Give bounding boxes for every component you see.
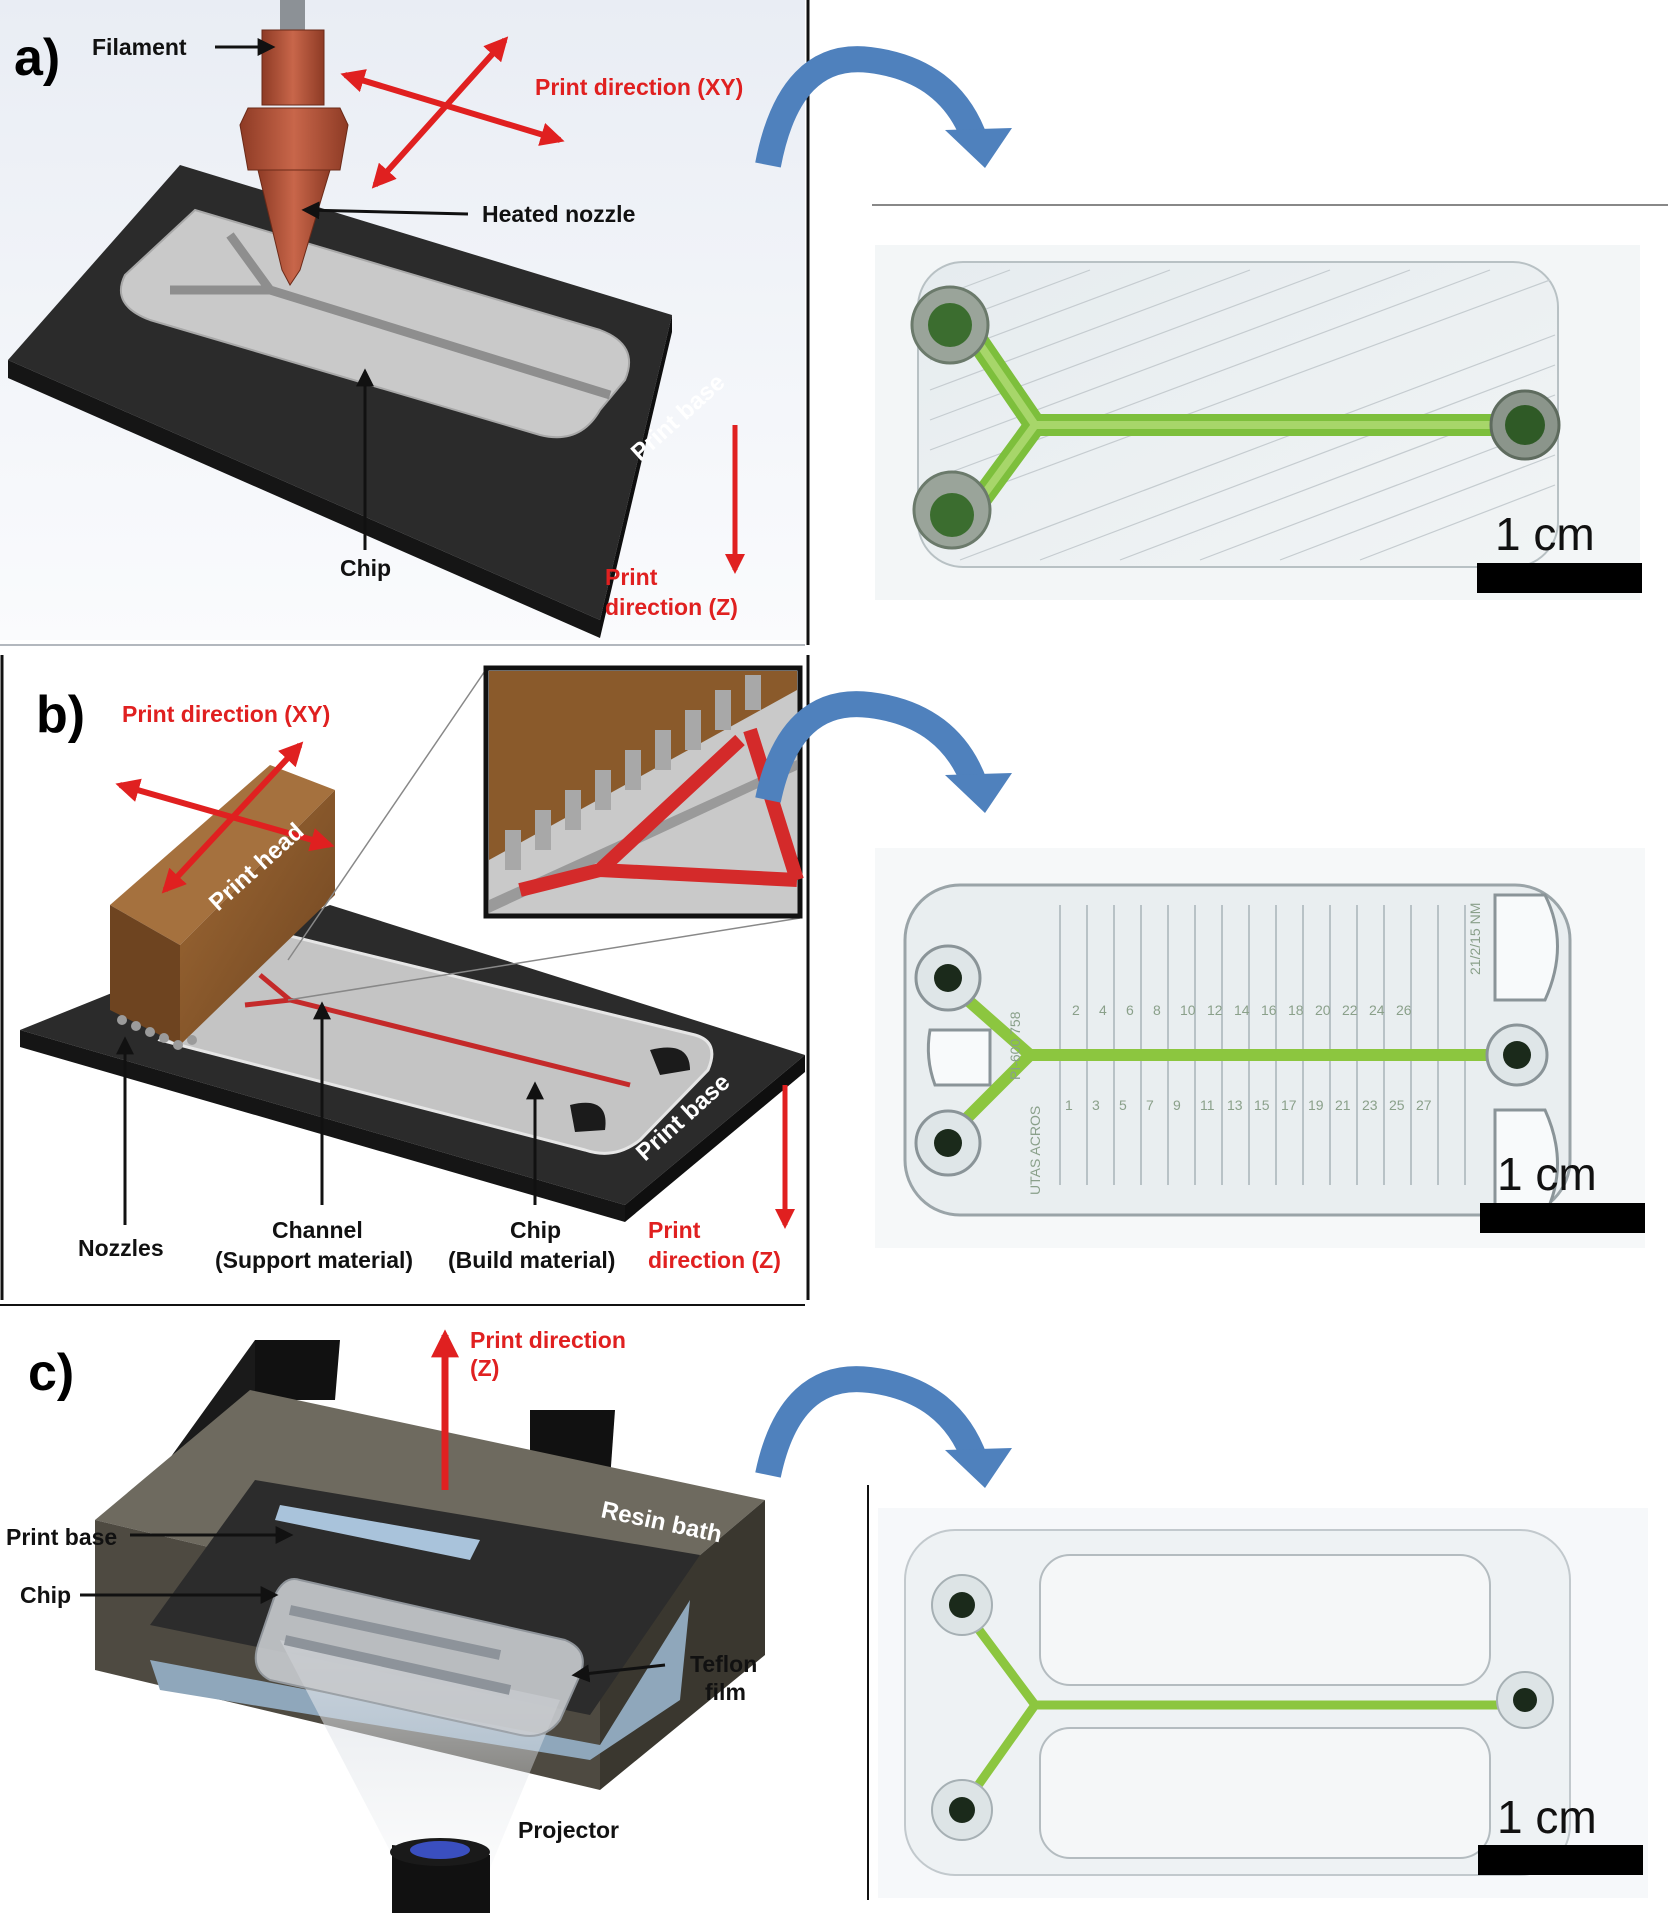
chip-tick-top: 4 bbox=[1099, 1002, 1107, 1018]
nozzle-detail-inset bbox=[287, 665, 804, 1001]
chip-tick-bottom: 1 bbox=[1065, 1097, 1073, 1113]
panel-a-letter: a) bbox=[14, 29, 60, 87]
channel-label-2: (Support material) bbox=[215, 1247, 413, 1273]
chip-label-a: Chip bbox=[340, 555, 391, 581]
chip-label-b-1: Chip bbox=[510, 1217, 561, 1243]
chip-tick-top: 14 bbox=[1234, 1002, 1250, 1018]
projector-graphic bbox=[390, 1838, 490, 1913]
chip-tick-bottom: 11 bbox=[1200, 1097, 1215, 1113]
panel-c-letter: c) bbox=[28, 1344, 74, 1402]
transition-arrow-a bbox=[755, 46, 988, 168]
print-xy-arrow-a2 bbox=[371, 36, 509, 189]
print-z-label-a-2: direction (Z) bbox=[605, 594, 738, 620]
print-z-label-c-2: (Z) bbox=[470, 1355, 499, 1381]
heated-nozzle-label: Heated nozzle bbox=[482, 201, 635, 227]
print-z-label-b-1: Print bbox=[648, 1217, 701, 1243]
chip-tick-top: 12 bbox=[1207, 1002, 1223, 1018]
chip-tick-bottom: 19 bbox=[1308, 1097, 1324, 1113]
scale-label-a: 1 cm bbox=[1495, 508, 1595, 560]
panel-b: b) Print direction (XY) Print head Print… bbox=[0, 652, 1645, 1306]
print-z-label-c-1: Print direction bbox=[470, 1327, 626, 1353]
nozzles-label: Nozzles bbox=[78, 1235, 164, 1261]
chip-tick-top: 10 bbox=[1180, 1002, 1196, 1018]
chip-tick-bottom: 13 bbox=[1227, 1097, 1243, 1113]
panel-b-letter: b) bbox=[36, 686, 85, 744]
panel-c: c) Print direction (Z) Resin bath Print … bbox=[0, 1310, 1648, 1913]
chip-text-left: UTAS ACROS bbox=[1027, 1106, 1043, 1195]
chip-channel-a bbox=[170, 232, 612, 400]
print-z-label-a-1: Print bbox=[605, 564, 658, 590]
chip-tick-bottom: 7 bbox=[1146, 1097, 1154, 1113]
chip-text-mid: PI-600 758 bbox=[1007, 1011, 1023, 1080]
filament-label: Filament bbox=[92, 34, 187, 60]
chip-tick-top: 26 bbox=[1396, 1002, 1412, 1018]
transition-arrow-c bbox=[755, 1366, 988, 1478]
print-xy-arrow-b2 bbox=[161, 741, 304, 894]
chip-tick-top: 24 bbox=[1369, 1002, 1385, 1018]
teflon-label-1: Teflon bbox=[690, 1651, 757, 1677]
chip-tick-top: 22 bbox=[1342, 1002, 1358, 1018]
transition-arrow-b bbox=[755, 691, 988, 803]
panel-a: a) Filament Print direction (XY) Heated … bbox=[0, 0, 1668, 645]
scale-label-b: 1 cm bbox=[1497, 1148, 1597, 1200]
chip-tick-bottom: 23 bbox=[1362, 1097, 1378, 1113]
chip-tick-bottom: 9 bbox=[1173, 1097, 1181, 1113]
chip-tick-top: 2 bbox=[1072, 1002, 1080, 1018]
print-xy-label-b: Print direction (XY) bbox=[122, 701, 330, 727]
channel-label-1: Channel bbox=[272, 1217, 363, 1243]
print-base-label-c: Print base bbox=[6, 1524, 117, 1550]
printed-chip-photo-a bbox=[875, 245, 1640, 600]
chip-tick-bottom: 25 bbox=[1389, 1097, 1405, 1113]
heated-nozzle-graphic bbox=[239, 29, 349, 286]
chip-tick-bottom: 17 bbox=[1281, 1097, 1297, 1113]
scale-bar-a bbox=[1477, 563, 1642, 593]
print-xy-label-a: Print direction (XY) bbox=[535, 74, 743, 100]
scale-bar-b bbox=[1480, 1203, 1645, 1233]
printed-chip-photo-b bbox=[875, 848, 1645, 1248]
chip-tick-bottom: 5 bbox=[1119, 1097, 1127, 1113]
teflon-label-2: film bbox=[705, 1679, 746, 1705]
chip-tick-bottom: 15 bbox=[1254, 1097, 1270, 1113]
chip-label-c: Chip bbox=[20, 1582, 71, 1608]
printed-chip-photo-c bbox=[878, 1508, 1648, 1898]
chip-tick-bottom: 27 bbox=[1416, 1097, 1432, 1113]
chip-label-b-2: (Build material) bbox=[448, 1247, 615, 1273]
teflon-callout bbox=[571, 1663, 666, 1683]
chip-tick-top: 8 bbox=[1153, 1002, 1161, 1018]
chip-tick-top: 20 bbox=[1315, 1002, 1331, 1018]
chip-tick-top: 6 bbox=[1126, 1002, 1134, 1018]
heated-nozzle-callout bbox=[301, 201, 469, 220]
chip-tick-bottom: 3 bbox=[1092, 1097, 1100, 1113]
scale-bar-c bbox=[1478, 1845, 1643, 1875]
chip-text-top: 21/2/15 NM bbox=[1467, 903, 1483, 975]
chip-tick-top: 18 bbox=[1288, 1002, 1304, 1018]
chip-tick-top: 16 bbox=[1261, 1002, 1277, 1018]
scale-label-c: 1 cm bbox=[1497, 1791, 1597, 1843]
chip-tick-bottom: 21 bbox=[1335, 1097, 1351, 1113]
print-z-label-b-2: direction (Z) bbox=[648, 1247, 781, 1273]
chip-b bbox=[157, 923, 714, 1155]
projector-label: Projector bbox=[518, 1817, 619, 1843]
